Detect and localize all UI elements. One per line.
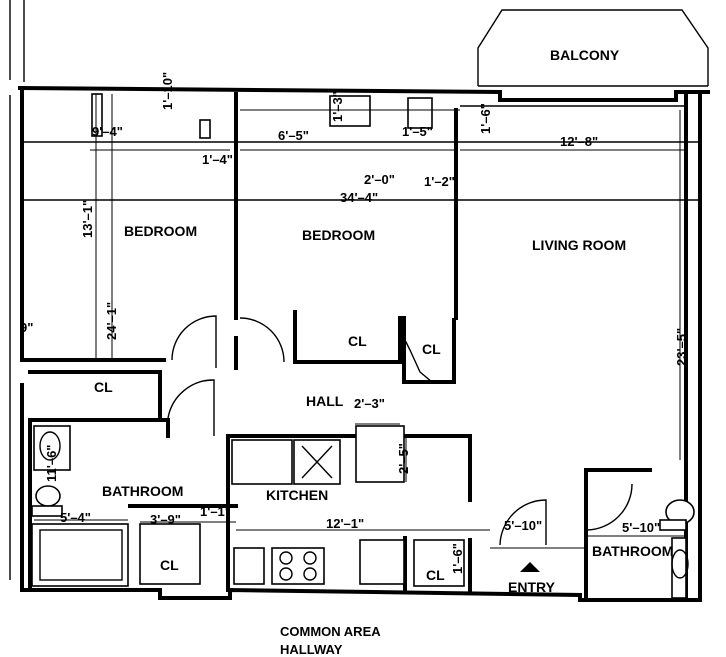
dim-5-10a: 5'–10": [504, 518, 542, 533]
dim-12-1: 12'–1": [326, 516, 364, 531]
footer-line1: COMMON AREA: [280, 624, 381, 639]
top-pilasters: [91, 93, 433, 139]
dim-1-5: 1'–5": [402, 124, 433, 139]
dim-1-6: 1'–6": [478, 103, 493, 134]
dim-5-10b: 5'–10": [622, 520, 660, 535]
label-closet-mid: CL: [348, 333, 367, 349]
bathroom-fixtures: [31, 425, 695, 599]
dim-23-5: 23'–5": [674, 328, 689, 366]
dimension-ticks: [34, 149, 686, 549]
label-bedroom-mid: BEDROOM: [302, 227, 375, 243]
dim-11-6: 11'–6": [44, 445, 59, 482]
kitchen-fixtures: [231, 425, 405, 585]
label-kitchen: KITCHEN: [266, 487, 328, 503]
label-living-room: LIVING ROOM: [532, 237, 626, 253]
label-entry: ENTRY: [508, 579, 556, 595]
balcony: [477, 9, 709, 87]
doors: [167, 315, 633, 546]
dim-2-5: 2'–5": [396, 443, 411, 474]
label-balcony: BALCONY: [550, 47, 620, 63]
footer-line2: HALLWAY: [280, 642, 343, 657]
interior-walls: [20, 92, 652, 602]
dim-6-5: 6'–5": [278, 128, 309, 143]
dim-3-9: 3'–9": [150, 512, 181, 527]
label-closet-entry: CL: [426, 567, 445, 583]
label-bedroom-left: BEDROOM: [124, 223, 197, 239]
dim-24-1: 24'–1": [104, 302, 119, 340]
label-closet-bath: CL: [160, 557, 179, 573]
label-closet-mid2: CL: [422, 341, 441, 357]
dim-1-1: 1'–1": [200, 504, 231, 519]
dim-5-4: 5'–4": [60, 510, 91, 525]
dim-1-10: 1'–10": [160, 72, 175, 110]
label-hall: HALL: [306, 393, 344, 409]
dim-34-4: 34'–4": [340, 190, 378, 205]
dim-9-4: 9'–4": [92, 124, 123, 139]
window-lines: [22, 94, 700, 460]
dim-1-4: 1'–4": [202, 152, 233, 167]
dim-9: 9": [20, 320, 33, 335]
label-closet-left: CL: [94, 379, 113, 395]
label-bathroom-right: BATHROOM: [592, 543, 673, 559]
dim-13-1: 13'–1": [80, 200, 95, 238]
dim-1-6b: 1'–6": [450, 543, 465, 574]
label-bathroom-left: BATHROOM: [102, 483, 183, 499]
entry-arrow-icon: [520, 562, 540, 572]
dim-2-3: 2'–3": [354, 396, 385, 411]
dim-1-2: 1'–2": [424, 174, 455, 189]
dim-2-0: 2'–0": [364, 172, 395, 187]
dim-12-8: 12'–8": [560, 134, 598, 149]
dim-1-3: 1'–3": [330, 91, 345, 122]
